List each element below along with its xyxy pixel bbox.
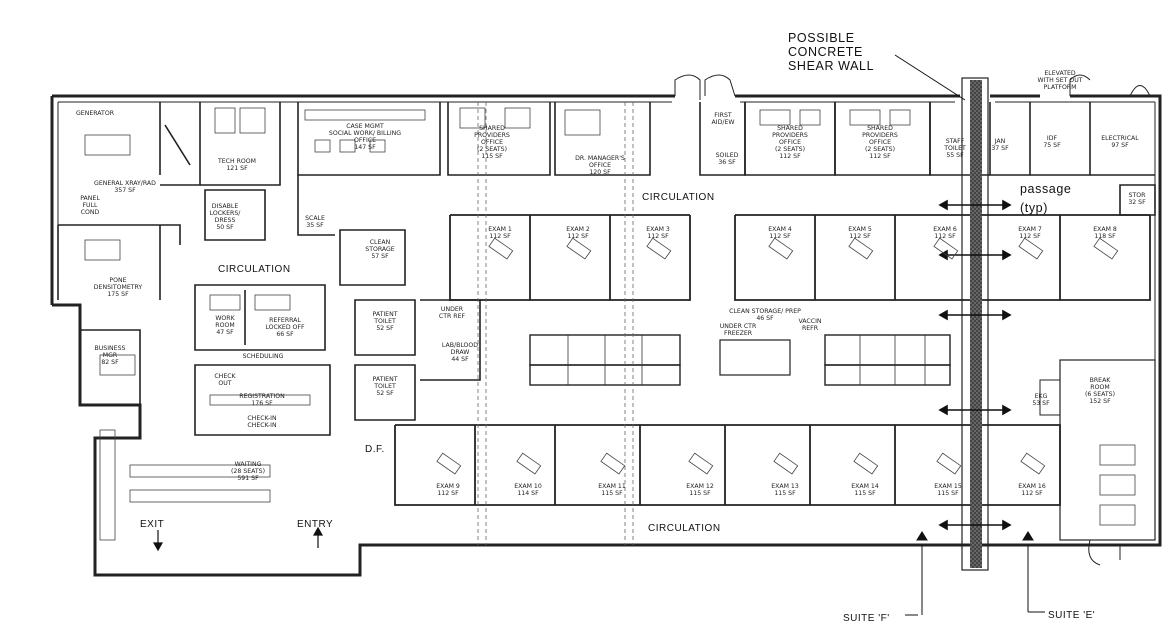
room-label-generator: GENERATOR xyxy=(76,110,115,117)
df-label: D.F. xyxy=(365,444,385,455)
center-workstations xyxy=(529,334,1156,541)
exam-table-top-1 xyxy=(488,237,514,260)
exam-table-bottom-8 xyxy=(1020,452,1046,475)
shear-wall-label-2: CONCRETE xyxy=(788,45,863,59)
top-rooms xyxy=(159,102,1156,241)
exam-table-top-8 xyxy=(1093,237,1119,260)
room-label-scheduling: SCHEDULING xyxy=(243,353,284,360)
circulation-label-left: CIRCULATION xyxy=(218,264,291,275)
exam-table-bottom-6 xyxy=(853,452,879,475)
exam-table-top-4 xyxy=(768,237,794,260)
exam-table-top-5 xyxy=(848,237,874,260)
exam-table-top-7 xyxy=(1018,237,1044,260)
circulation-label-bottom: CIRCULATION xyxy=(648,523,721,534)
suite-f-label: SUITE 'F' xyxy=(843,613,890,624)
grid-lines xyxy=(477,102,634,545)
passage-typ-label: (typ) xyxy=(1020,201,1048,215)
shear-wall-label-1: POSSIBLE xyxy=(788,31,855,45)
exam-row-top xyxy=(449,214,1151,301)
circulation-label-top: CIRCULATION xyxy=(642,192,715,203)
exam-table-top-2 xyxy=(566,237,592,260)
furniture xyxy=(84,107,1136,541)
room-label-waiting: WAITING(28 SEATS)591 SF xyxy=(231,461,265,482)
entry-arrows xyxy=(152,526,324,552)
passage-arrows xyxy=(938,199,1012,531)
exam-table-top-6 xyxy=(933,237,959,260)
entry-label: ENTRY xyxy=(297,519,333,530)
exam-table-bottom-1 xyxy=(436,452,462,475)
exam-table-bottom-3 xyxy=(600,452,626,475)
exam-table-bottom-2 xyxy=(516,452,542,475)
suite-e-label: SUITE 'E' xyxy=(1048,610,1095,621)
exam-table-bottom-5 xyxy=(773,452,799,475)
exam-furniture xyxy=(436,237,1119,475)
shear-wall-label-3: SHEAR WALL xyxy=(788,59,874,73)
exam-table-top-3 xyxy=(646,237,672,260)
exam-table-bottom-7 xyxy=(936,452,962,475)
suite-leaders xyxy=(905,531,1045,616)
passage-label: passage xyxy=(1020,182,1071,196)
shear-wall xyxy=(894,54,989,571)
exit-label: EXIT xyxy=(140,519,164,530)
exterior-walls xyxy=(50,74,1162,577)
exam-table-bottom-4 xyxy=(688,452,714,475)
